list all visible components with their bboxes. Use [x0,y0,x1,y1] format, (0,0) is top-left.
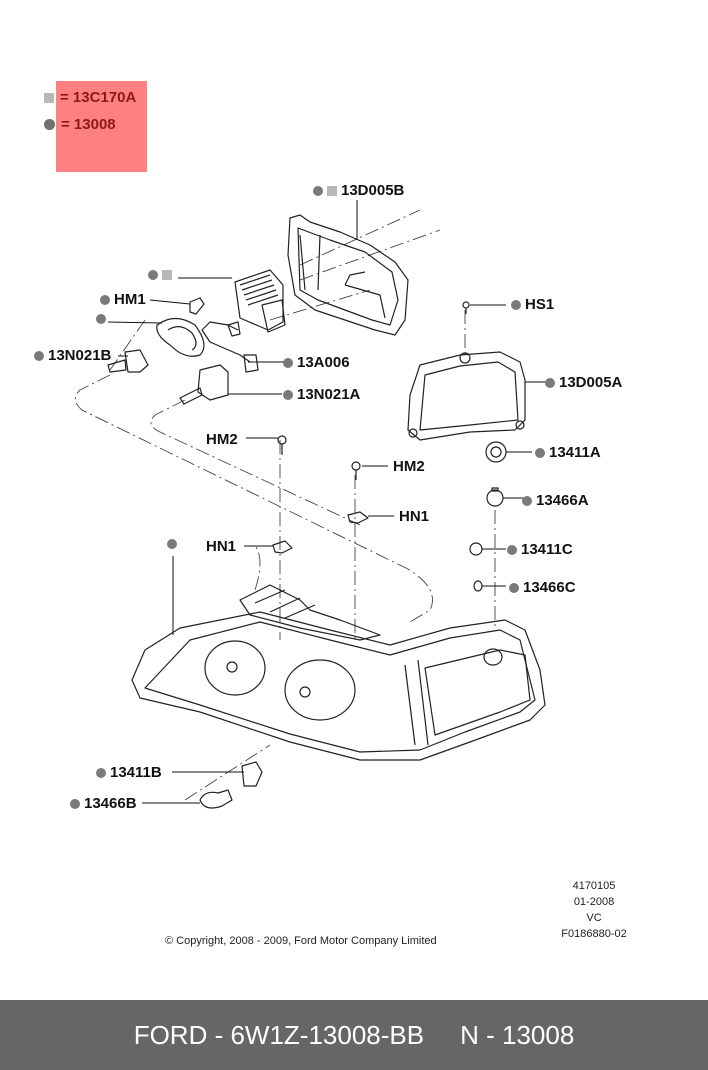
part-HM2-screw-left [277,435,287,455]
callout-13D005A[interactable]: 13D005A [545,374,622,391]
circle-icon [509,582,519,593]
part-HN1-clip-left [272,540,293,554]
reference-number: N - 13008 [460,1019,575,1050]
legend-item-13008: = 13008 [44,116,116,133]
circle-icon [96,767,106,778]
circle-icon [545,377,555,388]
callout-13D005B[interactable]: 13D005B [313,182,404,199]
legend-box [56,81,147,172]
part-number: FORD - 6W1Z-13008-BB [133,1019,425,1050]
callout-HN1-right[interactable]: HN1 [399,508,430,525]
copyright-notice: © Copyright, 2008 - 2009, Ford Motor Com… [165,935,437,947]
part-13N021A-bulb [179,364,229,405]
callout-13411B[interactable]: 13411B [96,764,162,781]
part-13411B-socket [241,761,263,787]
circle-icon [283,357,293,368]
circle-icon [96,314,106,324]
circle-icon [148,270,158,280]
square-icon [44,92,54,103]
circle-icon [522,495,532,506]
part-13008-headlamp-assembly [131,584,546,761]
part-13A006-harness [201,321,259,373]
drawing-metadata: 4170105 01-2008 VC F0186880-02 [554,878,634,942]
square-icon [162,270,172,280]
part-retaining-ring [156,317,205,357]
circle-icon [313,185,323,196]
part-HM2-screw-right [351,461,361,480]
callout-13466A[interactable]: 13466A [522,492,589,509]
circle-icon [535,447,545,458]
square-icon [327,185,337,196]
callout-13411A[interactable]: 13411A [535,444,601,461]
callout-13008-assembly[interactable] [167,539,181,549]
callout-13N021B[interactable]: 13N021B [34,347,111,364]
callout-retaining-ring[interactable] [96,314,110,324]
part-13D005B-rear-cover [287,214,409,336]
callout-13N021A[interactable]: 13N021A [283,386,360,403]
exploded-headlamp-diagram [75,200,546,809]
callout-13C170A-ballast[interactable] [148,270,176,280]
part-HM1-screw [189,297,205,315]
part-13466C-bulb [473,580,483,592]
part-13466A-bulb [486,487,504,507]
callout-HS1[interactable]: HS1 [511,296,554,313]
part-13411C-socket [469,542,483,556]
part-HN1-clip-right [347,511,369,524]
callout-HM2-left[interactable]: HM2 [206,431,238,448]
circle-icon [44,119,55,130]
drawing-number: 4170105 [572,880,616,892]
part-13411A-socket [485,441,507,463]
callout-HN1-left[interactable]: HN1 [206,538,237,555]
callout-HM2-right[interactable]: HM2 [393,458,425,475]
callout-13A006[interactable]: 13A006 [283,354,350,371]
circle-icon [34,350,44,361]
circle-icon [100,294,110,305]
leader-lines [107,200,545,804]
drawing-code: VC [586,912,602,924]
circle-icon [507,544,517,555]
part-13D005A-cover [407,351,526,441]
part-HS1-screw [462,301,470,314]
circle-icon [70,798,80,809]
part-13N021B-bulb [107,349,149,373]
callout-13466B[interactable]: 13466B [70,795,137,812]
drawing-date: 01-2008 [573,896,615,908]
circle-icon [167,539,177,549]
figure-id: F0186880-02 [561,928,627,940]
part-ballast-module [234,269,286,333]
circle-icon [283,389,293,400]
part-13466B-bulb [199,789,233,809]
callout-13411C[interactable]: 13411C [507,541,573,558]
circle-icon [511,299,521,310]
footer-bar: FORD - 6W1Z-13008-BB N - 13008 [0,1000,708,1070]
callout-HM1[interactable]: HM1 [100,291,146,308]
callout-13466C[interactable]: 13466C [509,579,576,596]
legend-item-13C170A: = 13C170A [44,89,136,106]
